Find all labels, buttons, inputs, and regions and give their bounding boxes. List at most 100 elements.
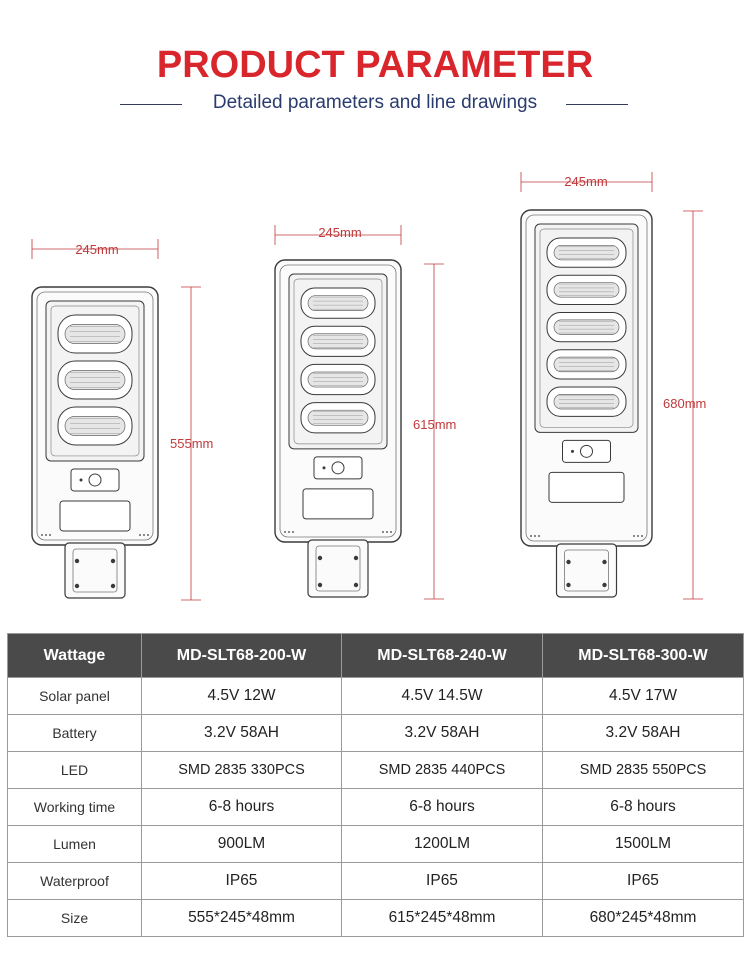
table-cell: 680*245*48mm [542, 899, 744, 937]
page-subtitle: Detailed parameters and line drawings [212, 92, 538, 113]
header-wattage: Wattage [7, 633, 142, 678]
sensor-led [571, 449, 574, 453]
header-model-300w: MD-SLT68-300-W [542, 633, 744, 678]
sensor-lens [331, 461, 345, 475]
table-cell: IP65 [542, 862, 744, 900]
led-module-lens [553, 356, 620, 373]
mount-arm [555, 543, 618, 598]
vent-dot [41, 534, 43, 536]
table-cell: 3.2V 58AH [542, 714, 744, 752]
vent-dot [284, 531, 286, 533]
row-label: Lumen [7, 825, 142, 863]
table-cell: 1200LM [341, 825, 543, 863]
battery-cover [548, 471, 625, 503]
mount-arm-inner [72, 548, 118, 593]
table-cell: IP65 [341, 862, 543, 900]
bolt [566, 582, 571, 588]
bolt [110, 583, 116, 589]
vent-dot [139, 534, 141, 536]
bolt [353, 555, 359, 561]
bolt [602, 582, 607, 588]
page-title: PRODUCT PARAMETER [156, 44, 594, 86]
table-cell: 4.5V 12W [141, 677, 342, 715]
row-label: Working time [7, 788, 142, 826]
bolt [74, 558, 80, 564]
table-cell: 6-8 hours [141, 788, 342, 826]
table-cell: 4.5V 17W [542, 677, 744, 715]
led-module-lens [553, 282, 620, 298]
vent-dot [386, 531, 388, 533]
table-cell: IP65 [141, 862, 342, 900]
sensor-lens [580, 444, 593, 458]
table-cell: 4.5V 14.5W [341, 677, 543, 715]
row-label: Size [7, 899, 142, 937]
table-row-waterproof: Waterproof IP65 IP65 IP65 [7, 862, 744, 900]
bolt [317, 582, 323, 588]
width-label: 245mm [318, 225, 361, 240]
bolt [74, 583, 80, 589]
lamp-panel-inner [50, 305, 140, 457]
lamp-body-inner [525, 214, 648, 542]
lamp-panel-inner [293, 278, 383, 445]
table-cell: SMD 2835 550PCS [542, 751, 744, 789]
bolt [110, 558, 116, 564]
mount-arm [307, 539, 369, 598]
spec-table: Wattage MD-SLT68-200-W MD-SLT68-240-W MD… [7, 633, 744, 937]
led-module-lens [307, 409, 369, 426]
vent-dot [637, 535, 639, 537]
led-module-lens [64, 370, 126, 390]
bolt [566, 559, 571, 565]
mount-arm [64, 542, 126, 599]
table-row-solar-panel: Solar panel 4.5V 12W 4.5V 14.5W 4.5V 17W [7, 677, 744, 715]
table-row-led: LED SMD 2835 330PCS SMD 2835 440PCS SMD … [7, 751, 744, 789]
sensor-led [322, 466, 326, 470]
vent-dot [143, 534, 145, 536]
table-cell: 6-8 hours [341, 788, 543, 826]
height-label: 615mm [413, 417, 456, 432]
width-label: 245mm [75, 242, 118, 257]
led-module-lens [307, 333, 369, 350]
vent-dot [641, 535, 643, 537]
vent-dot [292, 531, 294, 533]
table-cell: 900LM [141, 825, 342, 863]
vent-dot [147, 534, 149, 536]
vent-dot [390, 531, 392, 533]
spec-table-header-row: Wattage MD-SLT68-200-W MD-SLT68-240-W MD… [7, 633, 744, 678]
bolt [317, 555, 323, 561]
row-label: Solar panel [7, 677, 142, 715]
table-cell: 6-8 hours [542, 788, 744, 826]
table-cell: 1500LM [542, 825, 744, 863]
vent-dot [49, 534, 51, 536]
vent-dot [45, 534, 47, 536]
led-module-lens [553, 244, 620, 261]
led-module-lens [307, 371, 369, 388]
table-cell: SMD 2835 330PCS [141, 751, 342, 789]
vent-dot [633, 535, 635, 537]
lamp-drawing-240w: 245mm 615mm [274, 225, 456, 600]
lamp-body-inner [36, 291, 154, 541]
sensor-lens [88, 473, 102, 487]
mount-arm-inner [564, 549, 609, 592]
sensor-led [79, 478, 83, 482]
led-module-lens [553, 319, 620, 335]
table-cell: SMD 2835 440PCS [341, 751, 543, 789]
subtitle-line-right [566, 104, 628, 105]
height-label: 555mm [170, 436, 213, 451]
height-label: 680mm [663, 396, 706, 411]
bolt [602, 559, 607, 565]
table-cell: 3.2V 58AH [141, 714, 342, 752]
vent-dot [382, 531, 384, 533]
row-label: Waterproof [7, 862, 142, 900]
table-row-size: Size 555*245*48mm 615*245*48mm 680*245*4… [7, 899, 744, 937]
header-model-200w: MD-SLT68-200-W [141, 633, 342, 678]
vent-dot [530, 535, 532, 537]
led-module-lens [64, 324, 126, 344]
battery-cover [59, 500, 131, 532]
row-label: Battery [7, 714, 142, 752]
table-row-working-time: Working time 6-8 hours 6-8 hours 6-8 hou… [7, 788, 744, 826]
led-module-lens [553, 394, 620, 410]
table-cell: 555*245*48mm [141, 899, 342, 937]
header-model-240w: MD-SLT68-240-W [341, 633, 543, 678]
